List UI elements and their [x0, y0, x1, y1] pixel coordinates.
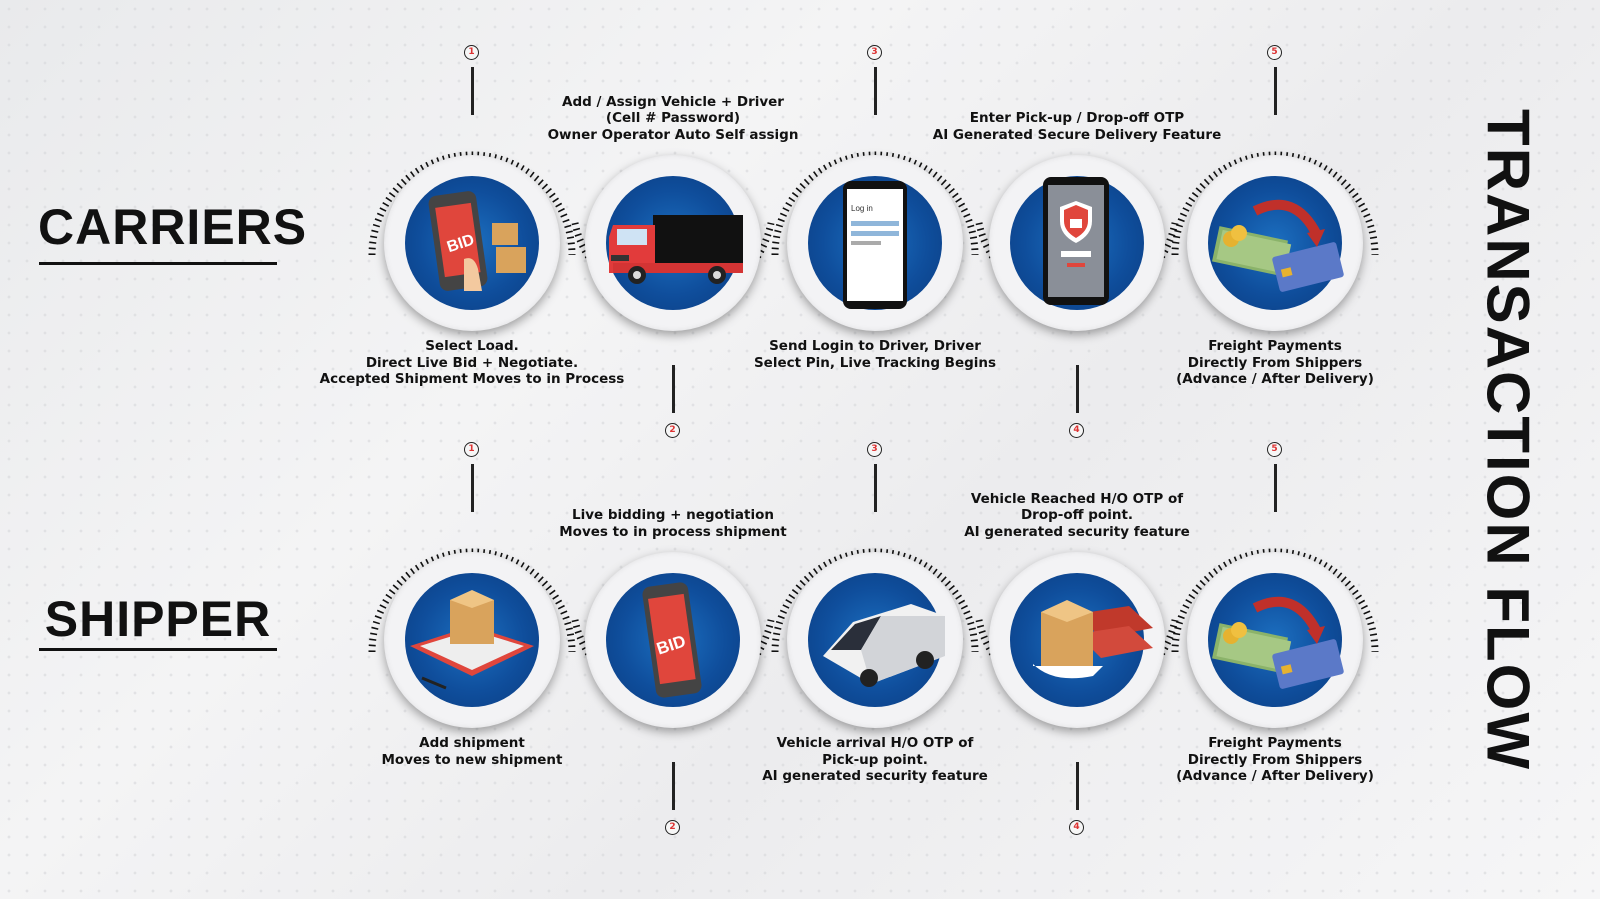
step-number-badge: 1 — [464, 45, 479, 60]
carriers-heading-underline — [39, 262, 277, 265]
step-number-badge: 5 — [1267, 442, 1282, 457]
connector-line — [1076, 762, 1079, 810]
phone-lock-icon — [1043, 177, 1109, 305]
shipper-heading: SHIPPER — [44, 591, 272, 647]
step-number-badge: 2 — [665, 423, 680, 438]
transaction-flow-title: TRANSACTION FLOW — [1474, 109, 1542, 771]
step-description: Freight Payments Directly From Shippers … — [1176, 735, 1374, 784]
step-description: Add shipment Moves to new shipment — [381, 735, 563, 768]
connector-line — [1274, 464, 1277, 512]
carriers-heading: CARRIERS — [38, 199, 308, 255]
connector-line — [874, 67, 877, 115]
bid-phone-icon: BID — [642, 582, 702, 698]
step-number-badge: 3 — [867, 442, 882, 457]
connector-line — [672, 762, 675, 810]
step-number-badge: 3 — [867, 45, 882, 60]
step-number-badge: 4 — [1069, 423, 1084, 438]
van-icon — [823, 604, 945, 687]
bid-phone-boxes-icon: BID — [428, 191, 526, 291]
step-description: Enter Pick-up / Drop-off OTP AI Generate… — [932, 110, 1222, 143]
connector-line — [672, 365, 675, 413]
shipper-heading-underline — [39, 648, 277, 651]
connector-line — [874, 464, 877, 512]
step-description: Vehicle Reached H/O OTP of Drop-off poin… — [964, 490, 1190, 540]
truck-icon — [609, 215, 743, 284]
step-description: Vehicle arrival H/O OTP of Pick-up point… — [762, 735, 988, 784]
package-tablet-icon — [410, 590, 534, 690]
step-description: Select Load. Direct Live Bid + Negotiate… — [319, 338, 625, 387]
connector-line — [471, 67, 474, 115]
step-number-badge: 4 — [1069, 820, 1084, 835]
package-hand-icon — [1033, 600, 1153, 679]
step-description: Freight Payments Directly From Shippers … — [1176, 338, 1374, 387]
connector-line — [471, 464, 474, 512]
step-number-badge: 1 — [464, 442, 479, 457]
connector-line — [1076, 365, 1079, 413]
payment-cash-card-icon — [1212, 199, 1344, 292]
svg-text:Log in: Log in — [851, 204, 873, 213]
connector-line — [1274, 67, 1277, 115]
step-description: Send Login to Driver, Driver Select Pin,… — [753, 338, 997, 371]
step-description: Add / Assign Vehicle + Driver (Cell # Pa… — [547, 93, 799, 143]
step-description: Live bidding + negotiation Moves to in p… — [559, 507, 787, 540]
payment-cash-card-icon — [1212, 596, 1344, 689]
step-number-badge: 5 — [1267, 45, 1282, 60]
phone-login-icon: Log in — [843, 181, 907, 309]
step-number-badge: 2 — [665, 820, 680, 835]
